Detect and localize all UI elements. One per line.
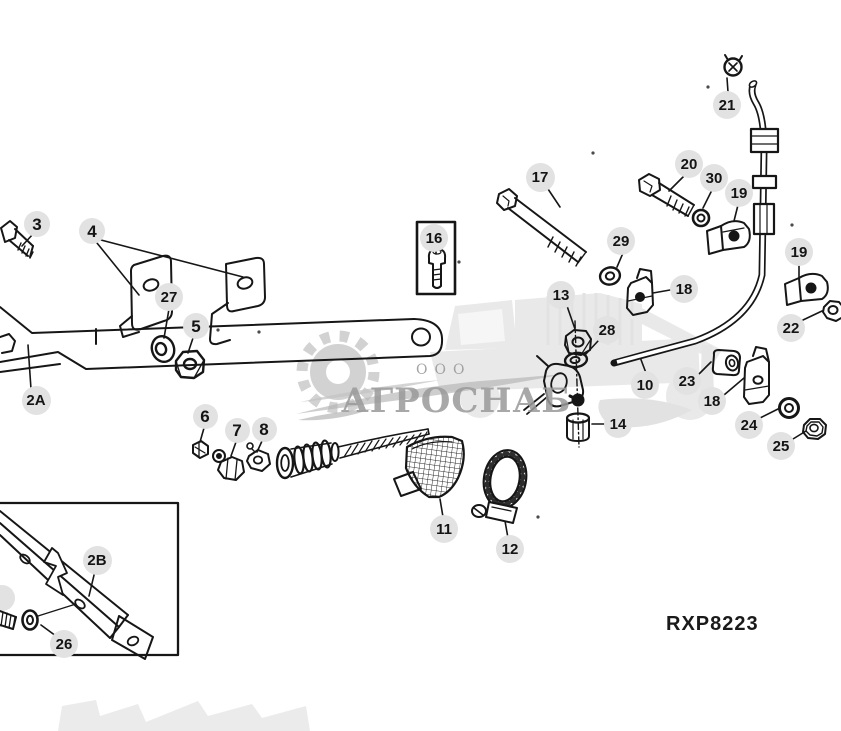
part-callout-28: 28 [593, 316, 621, 344]
bracket-18-lower [743, 346, 770, 405]
part-callout-30: 30 [700, 164, 728, 192]
hose-clamp-12 [471, 449, 528, 524]
retainer-clip-21 [723, 54, 743, 77]
part-callout-17: 17 [525, 162, 555, 192]
clamp-19-right [784, 272, 829, 306]
clamp-19-upper [706, 220, 751, 255]
washer-24 [778, 397, 800, 419]
part-callout-26: 26 [50, 630, 78, 658]
part-callout-5: 5 [183, 313, 209, 339]
nut-22 [822, 300, 841, 322]
part-callout-16: 16 [420, 224, 448, 252]
watermark-company-name: АГРОСНАБ [341, 381, 572, 421]
part-callout-2a: 2A [21, 385, 51, 415]
part-callout-25: 25 [767, 432, 795, 460]
part-callout-3: 3 [24, 211, 50, 237]
part-callout-11: 11 [430, 515, 458, 543]
part-callout-14: 14 [604, 410, 632, 438]
part-callout-19-upper: 19 [725, 179, 753, 207]
bolt-20 [638, 173, 695, 217]
part-callout-19-right: 19 [785, 238, 813, 266]
part-callout-2b: 2B [82, 545, 112, 575]
part-callout-13: 13 [547, 281, 575, 309]
bolt-26 [0, 603, 77, 631]
drawing-code: RXP8223 [666, 613, 759, 635]
angle-bracket-2b [0, 510, 154, 660]
mesh-shield-11 [393, 435, 465, 499]
nut-25 [802, 418, 827, 440]
part-callout-4: 4 [79, 218, 105, 244]
part-callout-21: 21 [713, 91, 741, 119]
part-callout-8: 8 [251, 416, 277, 442]
spacer-23 [711, 349, 741, 377]
fitting-7 [212, 449, 245, 481]
braided-cable [337, 428, 430, 459]
washer-29 [598, 266, 622, 286]
part-callout-29: 29 [607, 227, 635, 255]
bolt-3 [0, 220, 34, 259]
part-callout-12: 12 [496, 535, 524, 563]
bellcrank-lever [523, 320, 585, 448]
nut-13 [564, 329, 592, 356]
part-callout-7: 7 [224, 417, 250, 443]
arm-2a [0, 306, 444, 373]
nut-5 [174, 349, 206, 380]
part-callout-18-lower: 18 [698, 387, 726, 415]
clamp-18-upper [626, 268, 654, 316]
part-callout-27: 27 [155, 283, 183, 311]
washer-27 [150, 334, 176, 364]
bushing-14 [565, 412, 591, 442]
part-callout-22: 22 [777, 314, 805, 342]
nut-8 [246, 442, 271, 472]
inset-box-2b [0, 501, 180, 657]
bracket-pair-4 [119, 254, 266, 346]
watermark-bottom-fragment [58, 700, 310, 731]
tube-10 [610, 80, 780, 367]
part-callout-20: 20 [675, 150, 703, 178]
nut-6 [192, 440, 209, 459]
washer-30 [691, 208, 711, 228]
cable-boot [275, 439, 340, 480]
watermark-leaf-swoosh [296, 374, 565, 421]
part-callout-18-upper: 18 [670, 275, 698, 303]
watermark-org-form: ООО [416, 362, 472, 378]
print-speckles [216, 85, 794, 519]
part-callout-24: 24 [735, 411, 763, 439]
clipped-callout-circle [0, 585, 15, 611]
part-callout-23: 23 [673, 367, 701, 395]
part-callout-10: 10 [631, 371, 659, 399]
part-callout-6: 6 [192, 403, 218, 429]
bolt-17 [496, 188, 587, 267]
